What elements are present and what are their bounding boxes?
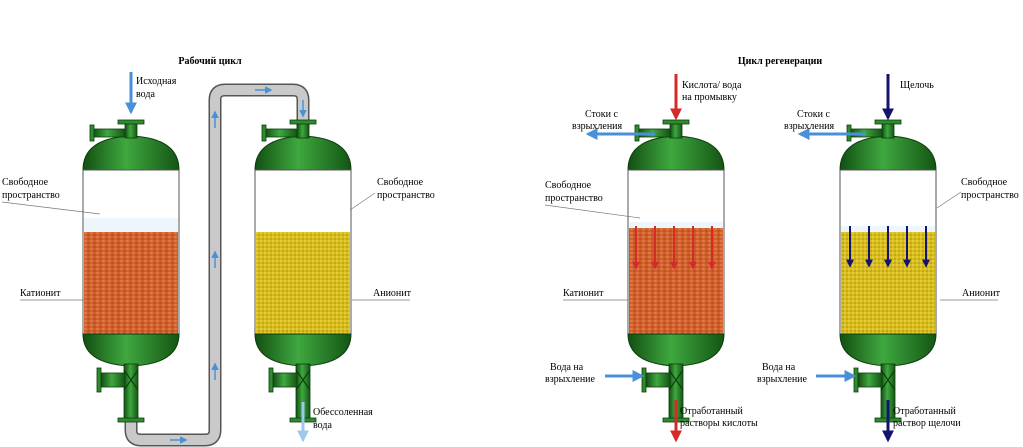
leader-line — [1, 201, 101, 215]
free-space-label-4: Свободное пространство — [961, 177, 1019, 201]
anion-vessel-regen-top-dome — [839, 135, 937, 171]
anion-vessel-regen-top-flange — [874, 119, 902, 125]
anion-vessel-working-bottom-side-pipe — [272, 372, 298, 388]
leader-line — [349, 192, 376, 211]
cation-vessel-regen-bottom-side-flange — [641, 367, 647, 393]
title-regeneration-cycle: Цикл регенерации — [738, 56, 823, 67]
cation-vessel-regen-bottom-dome — [627, 333, 725, 367]
spent-acid-label: Отработанный растворы кислоты — [680, 406, 758, 429]
anion-vessel-working-side-flange — [261, 124, 267, 142]
cation-vessel-regen-valve — [668, 369, 684, 391]
cation-vessel-working-top-dome — [82, 135, 180, 171]
cation-vessel-working-valve — [123, 369, 139, 391]
anion-vessel-working-bottom-dome — [254, 333, 352, 367]
feed-water-label: Исходная вода — [136, 76, 179, 100]
title-working-cycle: Рабочий цикл — [178, 56, 242, 67]
leader-line — [544, 204, 641, 219]
backwash-waste-label-2: Стоки с взрыхления — [784, 109, 835, 132]
backwash-water-label-2: Вода на взрыхление — [757, 362, 808, 385]
free-space-label-1: Свободное пространство — [2, 177, 60, 201]
free-space-label-3: Свободное пространство — [545, 180, 603, 204]
spent-alkali-label: Отработанный раствор щелочи — [893, 406, 961, 429]
cation-vessel-working-bottom-side-flange — [96, 367, 102, 393]
anion-vessel-working-top-flange — [289, 119, 317, 125]
anion-vessel-regen-bottom-side-pipe — [857, 372, 883, 388]
free-space-label-2: Свободное пространство — [377, 177, 435, 201]
cation-vessel-regen-top-flange — [662, 119, 690, 125]
backwash-water-label-1: Вода на взрыхление — [545, 362, 596, 385]
cationite-label-2: Катионит — [563, 288, 604, 299]
cation-vessel-regen-water-layer — [629, 222, 723, 228]
alkali-label: Щелочь — [900, 80, 934, 91]
cation-vessel-working-bottom-side-pipe — [100, 372, 126, 388]
anion-vessel-working-bottom-side-flange — [268, 367, 274, 393]
cation-vessel-regen-top-nozzle — [669, 121, 683, 139]
anionite-label-2: Анионит — [962, 288, 1001, 299]
anion-vessel-working-top-dome — [254, 135, 352, 171]
leader-line — [936, 191, 962, 209]
cation-vessel-working-side-nozzle — [92, 128, 126, 138]
anion-vessel-regen-bottom-side-flange — [853, 367, 859, 393]
cation-vessel-working-resin-bed — [84, 232, 178, 334]
cation-vessel-working-water-layer — [84, 218, 178, 232]
desalted-water-label: Обессоленная вода — [313, 407, 375, 431]
anion-vessel-working-top-nozzle — [296, 121, 310, 139]
anion-vessel-regen-bottom-dome — [839, 333, 937, 367]
anion-vessel-working-valve — [295, 369, 311, 391]
anion-vessel-working-resin-bed — [256, 232, 350, 334]
anion-vessel-working-side-nozzle — [264, 128, 298, 138]
cation-vessel-regen-top-dome — [627, 135, 725, 171]
cation-vessel-working-top-nozzle — [124, 121, 138, 139]
cationite-label-1: Катионит — [20, 288, 61, 299]
cation-vessel-working-side-flange — [89, 124, 95, 142]
cation-vessel-regen-resin-bed — [629, 228, 723, 334]
cation-vessel-regen-bottom-side-pipe — [645, 372, 671, 388]
anion-vessel-regen-valve — [880, 369, 896, 391]
cation-vessel-working-bottom-flange — [117, 417, 145, 423]
cation-vessel-working-bottom-dome — [82, 333, 180, 367]
anion-vessel-regen-top-nozzle — [881, 121, 895, 139]
cation-vessel-working-top-flange — [117, 119, 145, 125]
backwash-waste-label-1: Стоки с взрыхления — [572, 109, 623, 132]
anionite-label-1: Анионит — [373, 288, 412, 299]
acid-rinse-label: Кислота/ вода на промывку — [682, 80, 744, 103]
